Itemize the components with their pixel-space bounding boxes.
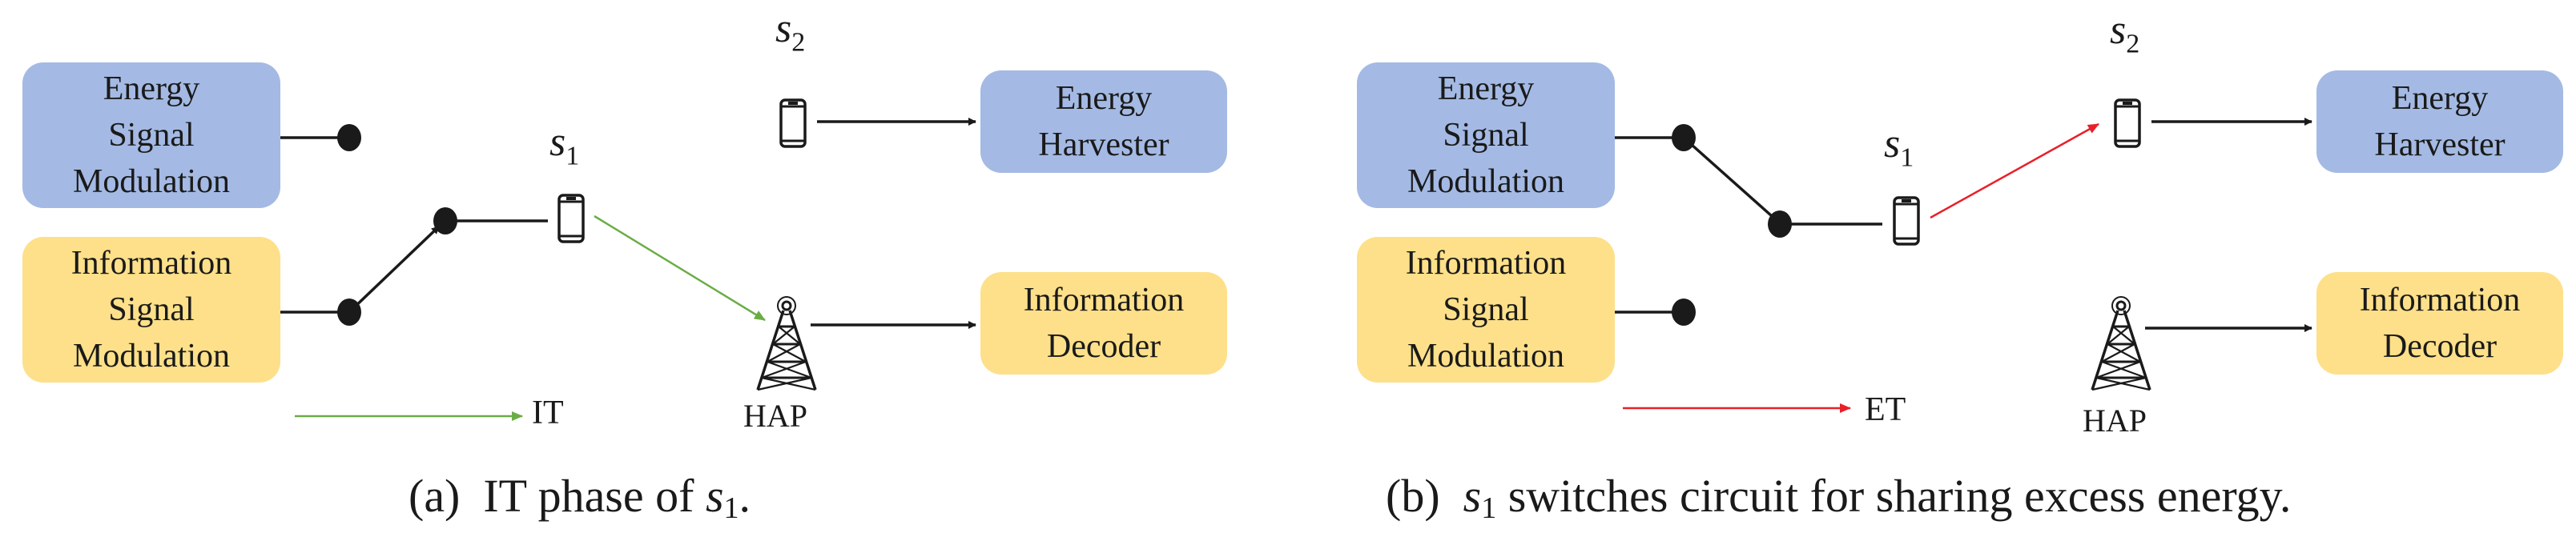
s2-sub: 2 bbox=[791, 27, 806, 58]
decoder-line-1: Information bbox=[2359, 282, 2521, 319]
decoder-line-1: Information bbox=[1023, 282, 1185, 319]
information-signal-modulation-box-a: Information Signal Modulation bbox=[22, 237, 280, 383]
caption-b-suffix: switches circuit for sharing excess ener… bbox=[1496, 470, 2292, 522]
s1-sub: 1 bbox=[1900, 142, 1914, 173]
information-decoder-box-b: Information Decoder bbox=[2316, 272, 2563, 375]
s2-phone-icon-a bbox=[779, 98, 807, 148]
harvester-line-1: Energy bbox=[1055, 80, 1153, 117]
energy-signal-modulation-box-b: Energy Signal Modulation bbox=[1357, 62, 1615, 208]
energy-mod-line-2: Signal bbox=[1443, 117, 1529, 154]
caption-a-var: s bbox=[705, 470, 724, 522]
s2-var: s bbox=[775, 6, 792, 51]
energy-terminal-dot-a bbox=[337, 124, 361, 151]
energy-mod-line-1: Energy bbox=[103, 70, 200, 107]
energy-mod-line-1: Energy bbox=[1437, 70, 1535, 107]
info-mod-line-2: Signal bbox=[108, 291, 195, 328]
s2-label-a: s2 bbox=[775, 5, 805, 58]
caption-a: (a) IT phase of s1. bbox=[409, 469, 751, 526]
harvester-line-1: Energy bbox=[2391, 80, 2489, 117]
energy-mod-line-2: Signal bbox=[108, 117, 195, 154]
it-transfer-arrow bbox=[594, 214, 766, 322]
information-decoder-box-a: Information Decoder bbox=[980, 272, 1227, 375]
switch-arm-b bbox=[1682, 136, 1773, 218]
harvester-line-2: Harvester bbox=[1038, 126, 1169, 163]
hap-tower-icon-b bbox=[2091, 295, 2151, 391]
energy-mod-line-3: Modulation bbox=[73, 163, 230, 200]
information-signal-modulation-box-b: Information Signal Modulation bbox=[1357, 237, 1615, 383]
hap-tower-icon-a bbox=[756, 295, 817, 391]
harvester-line-2: Harvester bbox=[2374, 126, 2506, 163]
info-terminal-dot-b bbox=[1672, 299, 1696, 326]
s2-sub: 2 bbox=[2126, 29, 2140, 59]
s1-phone-icon-b bbox=[1893, 196, 1920, 246]
info-mod-line-1: Information bbox=[1405, 245, 1567, 282]
energy-signal-modulation-box-a: Energy Signal Modulation bbox=[22, 62, 280, 208]
caption-b: (b) s1 switches circuit for sharing exce… bbox=[1386, 469, 2291, 526]
caption-a-prefix: (a) IT phase of bbox=[409, 470, 706, 522]
caption-b-sub: 1 bbox=[1481, 491, 1497, 525]
s1-var: s bbox=[549, 119, 566, 165]
info-mod-line-3: Modulation bbox=[1407, 338, 1564, 375]
s2-label-b: s2 bbox=[2110, 6, 2139, 59]
info-mod-line-3: Modulation bbox=[73, 338, 230, 375]
it-legend-label: IT bbox=[532, 395, 564, 431]
s1-var: s bbox=[1884, 121, 1901, 166]
s1-label-a: s1 bbox=[549, 118, 579, 171]
energy-mod-line-3: Modulation bbox=[1407, 163, 1564, 200]
caption-b-var: s bbox=[1463, 470, 1482, 522]
caption-b-prefix: (b) bbox=[1386, 470, 1463, 522]
decoder-line-2: Decoder bbox=[1046, 328, 1161, 365]
et-legend-label: ET bbox=[1865, 391, 1906, 428]
info-mod-line-1: Information bbox=[70, 245, 232, 282]
info-mod-line-2: Signal bbox=[1443, 291, 1529, 328]
s2-var: s bbox=[2110, 7, 2127, 53]
s1-label-b: s1 bbox=[1884, 120, 1914, 173]
caption-a-suffix: . bbox=[739, 470, 751, 522]
s1-phone-icon-a bbox=[557, 194, 585, 243]
s2-phone-icon-b bbox=[2114, 98, 2141, 148]
et-transfer-arrow bbox=[1930, 122, 2099, 219]
switch-arm-a bbox=[348, 225, 441, 314]
energy-harvester-box-b: Energy Harvester bbox=[2316, 70, 2563, 173]
caption-a-sub: 1 bbox=[723, 491, 739, 525]
s1-sub: 1 bbox=[566, 141, 580, 171]
hap-label-a: HAP bbox=[743, 398, 808, 434]
decoder-line-2: Decoder bbox=[2382, 328, 2498, 365]
energy-harvester-box-a: Energy Harvester bbox=[980, 70, 1227, 173]
hap-label-b: HAP bbox=[2083, 403, 2147, 439]
